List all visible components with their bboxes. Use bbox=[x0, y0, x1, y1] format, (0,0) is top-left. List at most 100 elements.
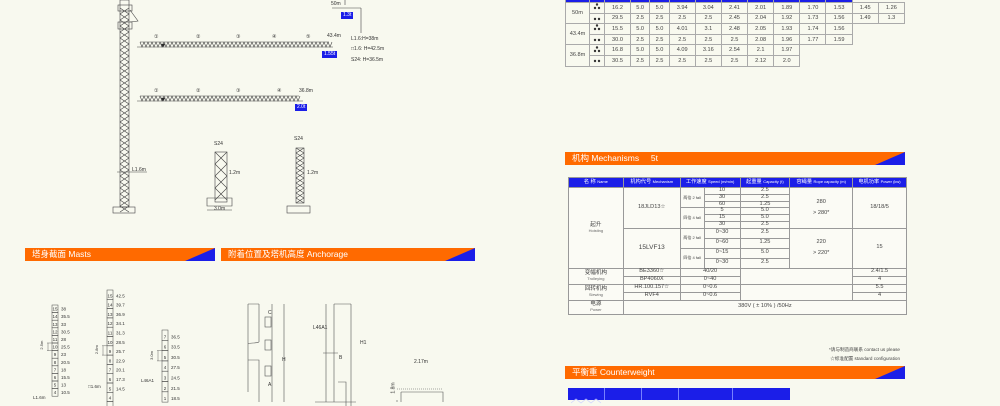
counterweight-icon bbox=[568, 388, 605, 404]
mast-section-height: 33 bbox=[61, 322, 67, 327]
mast-section-height: 13 bbox=[61, 383, 67, 388]
load-value-cell: 3.16 bbox=[694, 44, 722, 56]
col-speed: 工作速度 Speed (m/min) bbox=[679, 177, 741, 188]
mast-section-number: 6 bbox=[164, 345, 167, 350]
load-value-cell: 2.5 bbox=[629, 12, 651, 25]
table-cell: BE3360☆ bbox=[622, 267, 681, 277]
mast-lacing bbox=[119, 169, 130, 177]
table-cell: > 280* bbox=[813, 209, 830, 216]
mast-section-height: 33.5 bbox=[171, 345, 180, 350]
mast-lacing bbox=[119, 13, 130, 21]
table-cell: 4 bbox=[852, 275, 907, 285]
mast-lacing bbox=[119, 133, 130, 141]
rope-capacity: 280> 280* bbox=[789, 187, 854, 229]
load-value-cell: 5.0 bbox=[649, 2, 670, 14]
jib-50m bbox=[137, 41, 333, 48]
counterweight-block-icon bbox=[605, 388, 642, 400]
mast-section-height: 39.7 bbox=[116, 303, 125, 308]
fall-icon bbox=[589, 23, 605, 35]
mast-section-number: 6 bbox=[54, 375, 57, 380]
load-value-cell: 5.0 bbox=[649, 23, 670, 35]
jib-43m-label: 43.4m bbox=[327, 33, 341, 39]
load-value-cell: 2.5 bbox=[668, 12, 696, 25]
load-value-cell: 2.08 bbox=[747, 33, 775, 46]
table-cell: 0~30 bbox=[703, 227, 741, 239]
crane-elevation-drawing bbox=[112, 0, 362, 214]
mast-lacing bbox=[119, 79, 130, 87]
table-cell: > 220* bbox=[813, 250, 830, 257]
col-rope: 容绳量 Rope capacity (m) bbox=[789, 177, 854, 188]
s24-mast-a-label: S24 bbox=[214, 141, 223, 147]
corner-decoration-icon bbox=[875, 366, 905, 379]
s24-lacing bbox=[295, 187, 305, 194]
mast-section-number: 12 bbox=[107, 321, 113, 326]
table-cell: Slewing bbox=[588, 292, 603, 298]
jib-36m-lacing bbox=[139, 95, 301, 102]
mast-section-height: 15.5 bbox=[61, 375, 70, 380]
load-value-cell: 1.56 bbox=[825, 12, 853, 25]
mast-lacing bbox=[119, 115, 130, 123]
mast-section-number: 8 bbox=[54, 360, 57, 365]
mast-section-number: 7 bbox=[164, 334, 167, 339]
mast-section-height: 38 bbox=[61, 307, 67, 312]
mast-lacing bbox=[119, 193, 130, 201]
table-cell: 2.4/1.5 bbox=[852, 267, 907, 277]
table-cell: 0~0.6 bbox=[679, 291, 741, 301]
table-cell: Rope capacity (m) bbox=[813, 178, 846, 184]
table-cell: 0~15 bbox=[703, 247, 741, 259]
mast-section-height: 34.1 bbox=[116, 321, 125, 326]
s24-lacing bbox=[214, 175, 228, 189]
mast-section-number: 13 bbox=[52, 322, 58, 327]
note-contact: *请与制造商联系 contact us please bbox=[829, 347, 900, 352]
load-value-cell: 2.48 bbox=[720, 23, 749, 35]
s24-base bbox=[206, 197, 233, 211]
section-header-mechanisms: 机构 Mechanisms 5t bbox=[565, 152, 905, 165]
load-value-cell: 1.77 bbox=[799, 33, 827, 46]
mast-section-height: 22.9 bbox=[116, 358, 125, 363]
table-cell: 起重量 bbox=[746, 178, 762, 185]
mast-lacing bbox=[119, 67, 130, 75]
trolley-icon bbox=[160, 43, 166, 48]
load-value-cell: 1.59 bbox=[825, 33, 853, 46]
table-cell: Capacity (t) bbox=[763, 178, 784, 184]
corner-decoration-icon bbox=[445, 248, 475, 261]
mast-section-height: 20.5 bbox=[61, 360, 70, 365]
power-supply-value: 380V ( ± 10% ) /50Hz bbox=[622, 299, 908, 315]
load-value-cell: 3.1 bbox=[694, 23, 722, 35]
mast-section-number: 11 bbox=[108, 331, 113, 336]
load-value-cell: 16.2 bbox=[604, 2, 631, 14]
mast-lacing bbox=[119, 85, 130, 93]
corner-decoration-icon bbox=[875, 152, 905, 165]
s24-mast-a-base: 3.0m bbox=[214, 206, 226, 212]
mast-lacing bbox=[119, 139, 130, 147]
load-value-cell: 1.56 bbox=[825, 23, 853, 35]
mast-section-height: 28.5 bbox=[116, 340, 125, 345]
mechanisms-capacity: 5t bbox=[650, 153, 658, 163]
power-value: 15 bbox=[852, 227, 907, 269]
s24-lacing bbox=[295, 147, 305, 154]
table-cell: 1.25 bbox=[739, 237, 791, 249]
cab bbox=[117, 21, 133, 30]
mast-section-box bbox=[51, 388, 59, 397]
load-value-cell: 16.8 bbox=[604, 44, 631, 56]
mast-section-number: 7 bbox=[54, 367, 57, 372]
fall-icon bbox=[589, 2, 605, 14]
mast-lacing bbox=[119, 145, 130, 153]
s24-lacing bbox=[295, 157, 305, 164]
jib-50m-lacing bbox=[139, 41, 333, 48]
load-value-cell: 1.26 bbox=[877, 2, 906, 14]
s24-lacing bbox=[295, 182, 305, 189]
jib-section-4: ④ bbox=[272, 34, 277, 40]
load-value-cell: 5.0 bbox=[629, 2, 651, 14]
s24-mast-b-label: S24 bbox=[294, 136, 303, 142]
jib2-section-2: ② bbox=[196, 88, 201, 94]
table-cell: 名 称 bbox=[583, 178, 596, 185]
anchorage-drawing bbox=[247, 303, 444, 406]
fall-label: 两倍 2 fall bbox=[679, 227, 705, 249]
